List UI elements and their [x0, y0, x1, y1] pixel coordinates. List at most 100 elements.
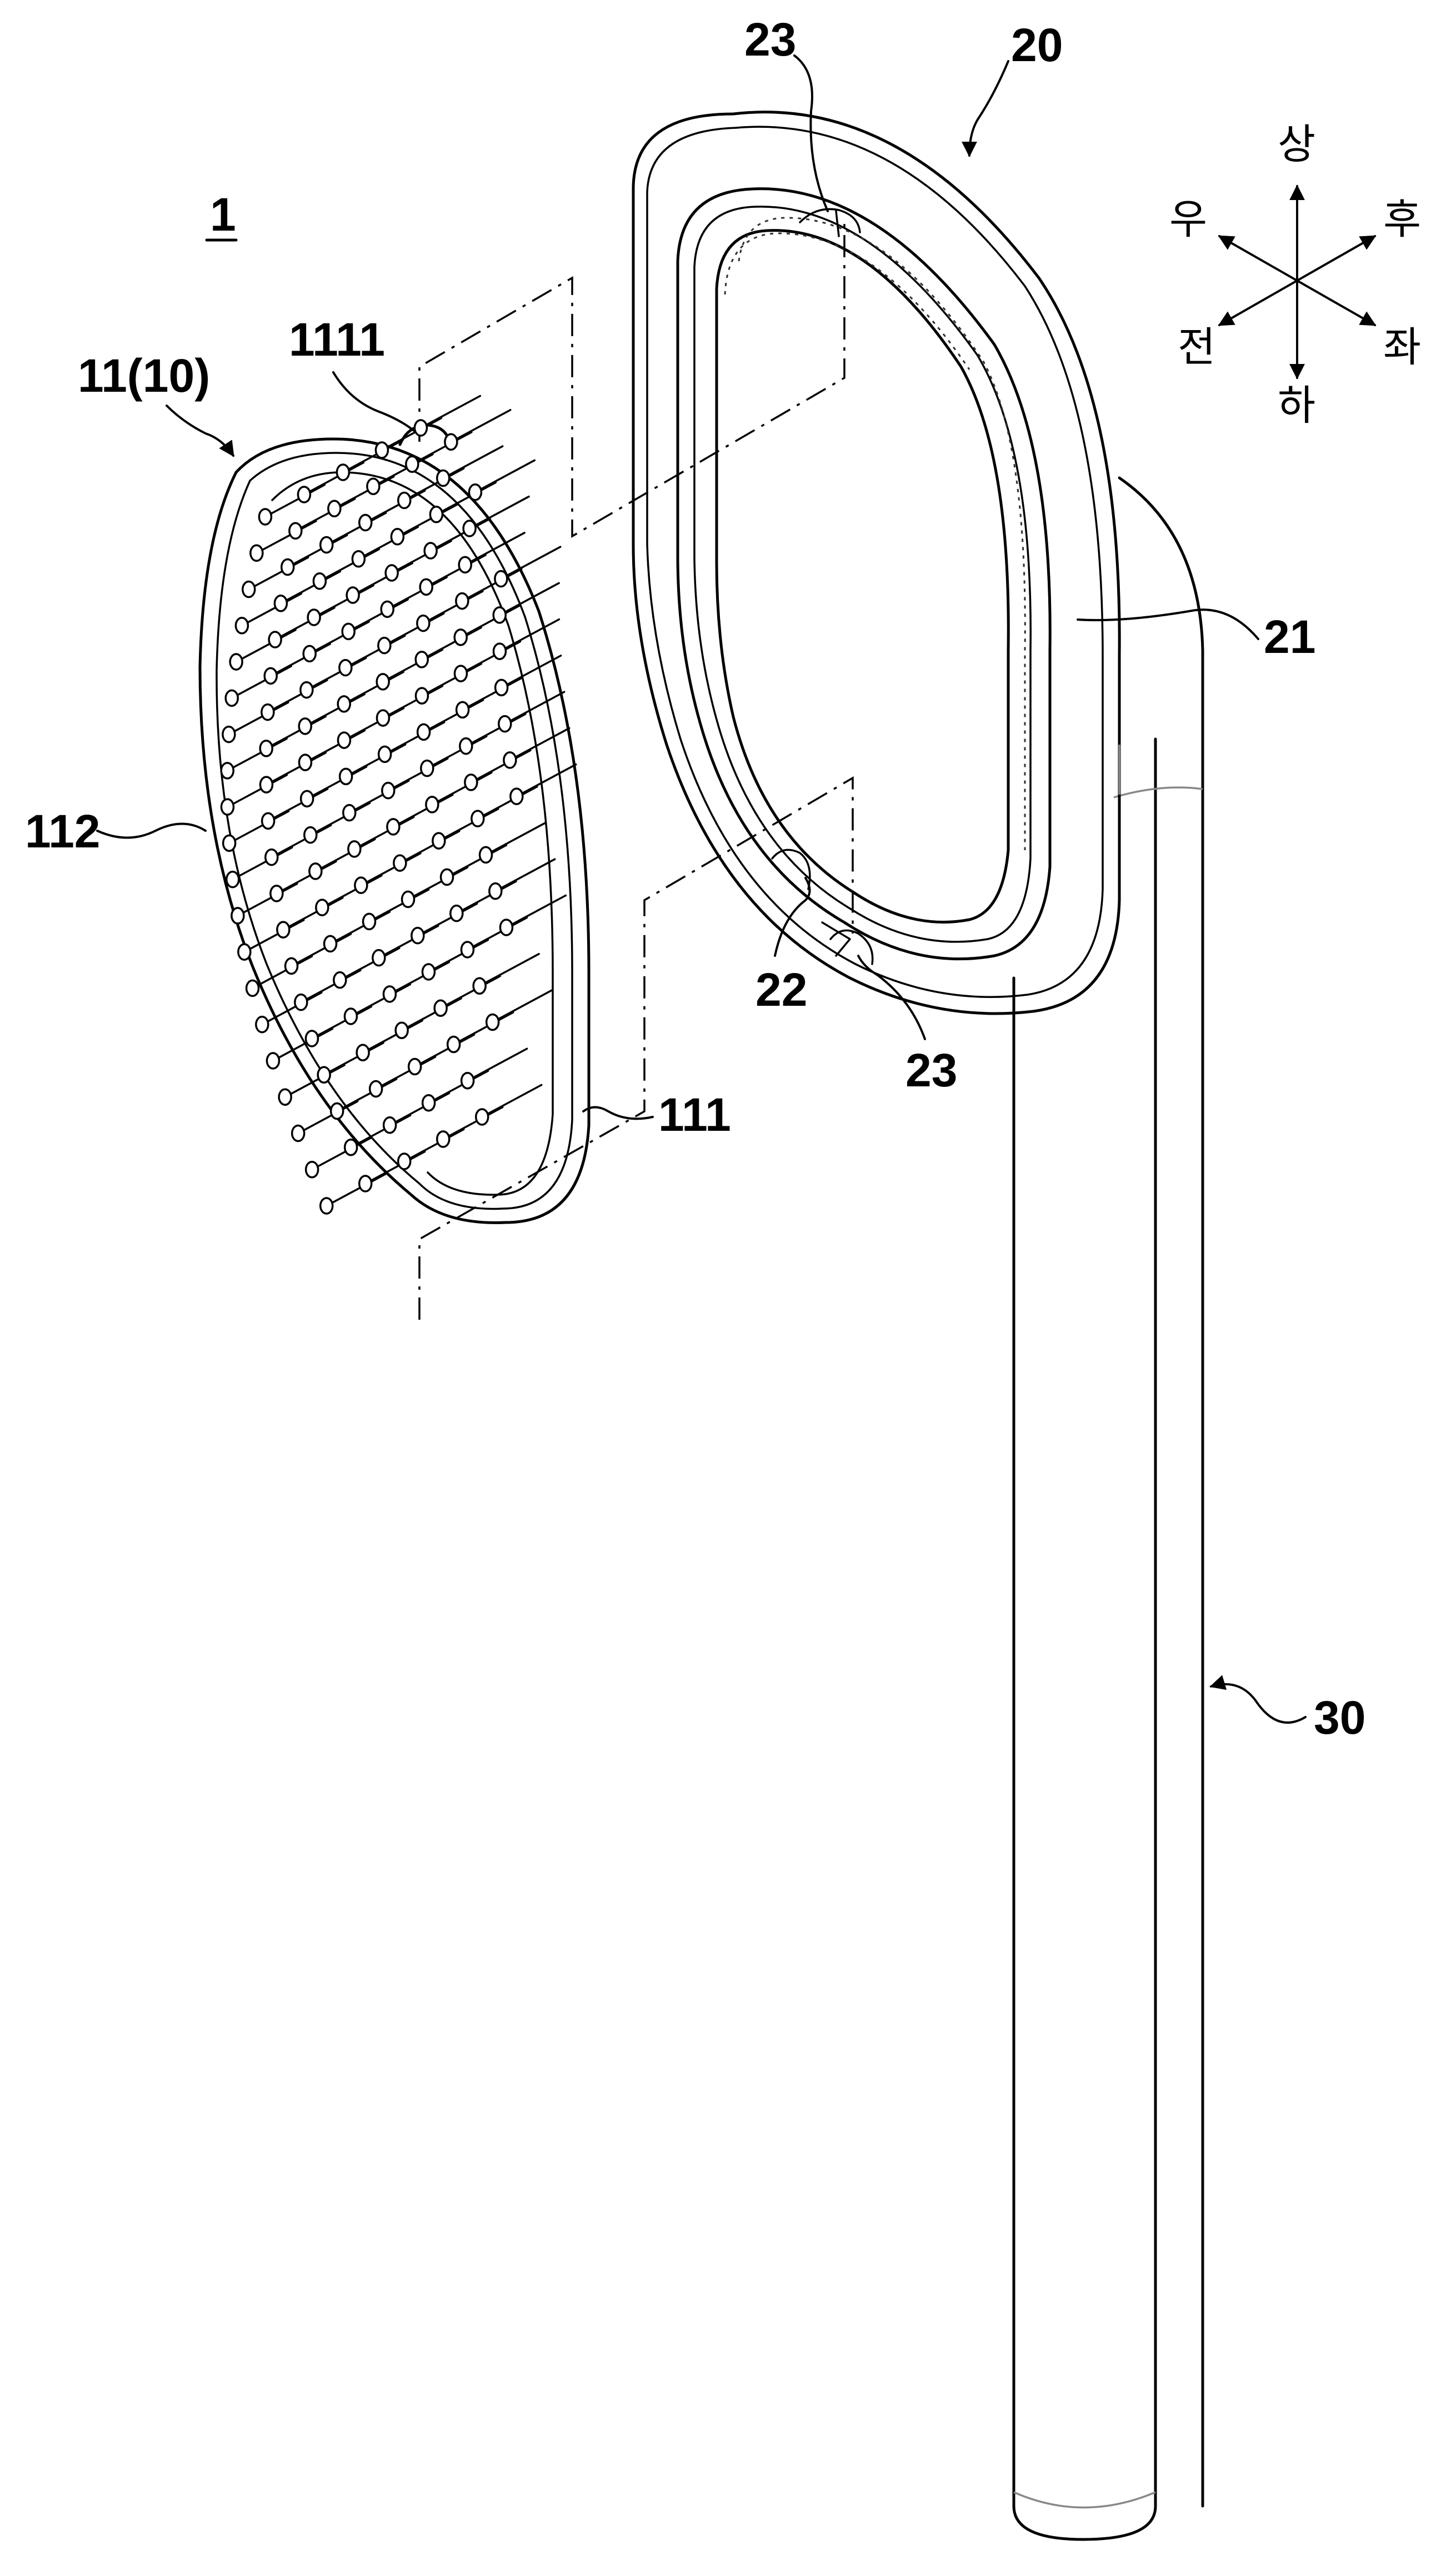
bristle-tip [304, 1160, 319, 1179]
bristle-pin [323, 1041, 384, 1076]
bristle-pin [399, 830, 461, 864]
bristle-pin [226, 774, 288, 808]
bristle-pin [419, 395, 482, 429]
frame [632, 111, 1121, 1015]
bristle-pin [297, 1100, 359, 1135]
bristle-tip [358, 1175, 373, 1192]
bristle-pin [407, 866, 469, 901]
bristle-pin [300, 969, 362, 1004]
label-brush-body: 111 [658, 1089, 731, 1141]
dir-rear: 후 [1383, 196, 1421, 243]
bristle-tip [280, 558, 295, 576]
bristle-tip [220, 762, 234, 780]
assembly-lines [418, 217, 854, 1320]
bristle-tip [222, 725, 236, 743]
bristle-tip [323, 935, 338, 953]
bristle-pin [429, 517, 491, 552]
bristle-pin [498, 582, 560, 616]
label-frame-wall: 21 [1264, 611, 1315, 663]
bristle-tip [299, 790, 314, 808]
bristle-pin [422, 590, 484, 625]
bristle-pin [276, 860, 337, 895]
dir-right: 우 [1169, 196, 1207, 243]
bristle-pin [426, 735, 488, 770]
bristle-pin [251, 955, 313, 990]
bristle-pin [368, 889, 430, 923]
bristle-tip [382, 985, 397, 1003]
bristle-tip [460, 941, 475, 959]
bristle-tip [377, 636, 392, 655]
bristle-tip [319, 536, 334, 554]
bristle-tip [414, 687, 429, 705]
bristle-tip [460, 1071, 475, 1090]
bristle-pin [388, 961, 451, 995]
bristle-pin [435, 481, 497, 516]
bristle-pin [279, 570, 342, 605]
bristle-tip [249, 544, 264, 562]
arrow-left-icon [1296, 280, 1377, 326]
bristle-tip [263, 667, 278, 685]
bristle-pin [228, 701, 289, 736]
bristle-pin [256, 520, 317, 555]
arrow-rear-icon [1296, 235, 1377, 282]
bristle-pin [442, 445, 504, 480]
bristle-tip [468, 483, 483, 501]
bristle-pin [286, 534, 348, 568]
bristle-tip [416, 723, 431, 741]
bristle-tip [264, 848, 279, 866]
bristle-pin [306, 766, 368, 800]
bristle-tip [317, 1066, 331, 1084]
bristle-pin [325, 512, 387, 546]
bristle-pin [382, 685, 444, 719]
bristle-pin [442, 1106, 504, 1140]
bristle-pin [325, 1172, 387, 1207]
bristle-tip [222, 834, 237, 852]
bristle-tip [346, 586, 360, 604]
bristle-tip [362, 912, 377, 931]
bristle-tip [229, 653, 243, 671]
bristle-pin [403, 467, 465, 502]
bristle-pin [313, 584, 374, 618]
bristle-tip [224, 689, 239, 707]
bristle-tip [381, 781, 396, 800]
dir-down: 하 [1278, 382, 1315, 430]
bristle-pin [311, 1005, 373, 1040]
bristle-tip [509, 787, 524, 805]
dir-up: 상 [1278, 121, 1315, 168]
dir-front: 전 [1178, 323, 1215, 371]
bristle-tip [366, 477, 381, 496]
bristle-tip [338, 767, 353, 786]
bristle-tip [241, 580, 256, 598]
bristle-tip [472, 977, 487, 995]
bristle-tip [312, 572, 327, 590]
bristle-pin [339, 947, 401, 981]
bristle-tip [397, 491, 412, 510]
bristle-tip [374, 441, 389, 459]
bristle-tip [261, 812, 276, 830]
bristle-tip [433, 999, 448, 1017]
bristle-pin [232, 846, 293, 881]
bristle-pin [504, 691, 566, 725]
bristle-pin [274, 606, 336, 641]
bristle-pin [450, 409, 512, 443]
bristle-pin [396, 503, 458, 538]
bristle-tip [464, 774, 478, 791]
bristle-tip [449, 904, 464, 922]
bristle-tip [411, 926, 425, 945]
bristle-tip [297, 486, 312, 503]
bristle-pin [362, 1019, 423, 1054]
arrow-right-icon [1218, 235, 1298, 282]
bristle-tip [425, 796, 439, 814]
bristle-pin [516, 763, 577, 797]
bristle-pin [264, 483, 326, 518]
bristle-pin [336, 1078, 398, 1112]
bristle-pin [431, 771, 493, 806]
bristle-tip [337, 695, 351, 713]
bristle-tip [377, 745, 392, 763]
label-brush-part: 11(10) [78, 350, 210, 402]
bristle-tip [269, 885, 284, 902]
bristle-tip [494, 678, 509, 697]
label-protrusion: 1111 [289, 313, 385, 366]
bristle-tip [462, 520, 477, 537]
bristle-pin [411, 431, 473, 466]
